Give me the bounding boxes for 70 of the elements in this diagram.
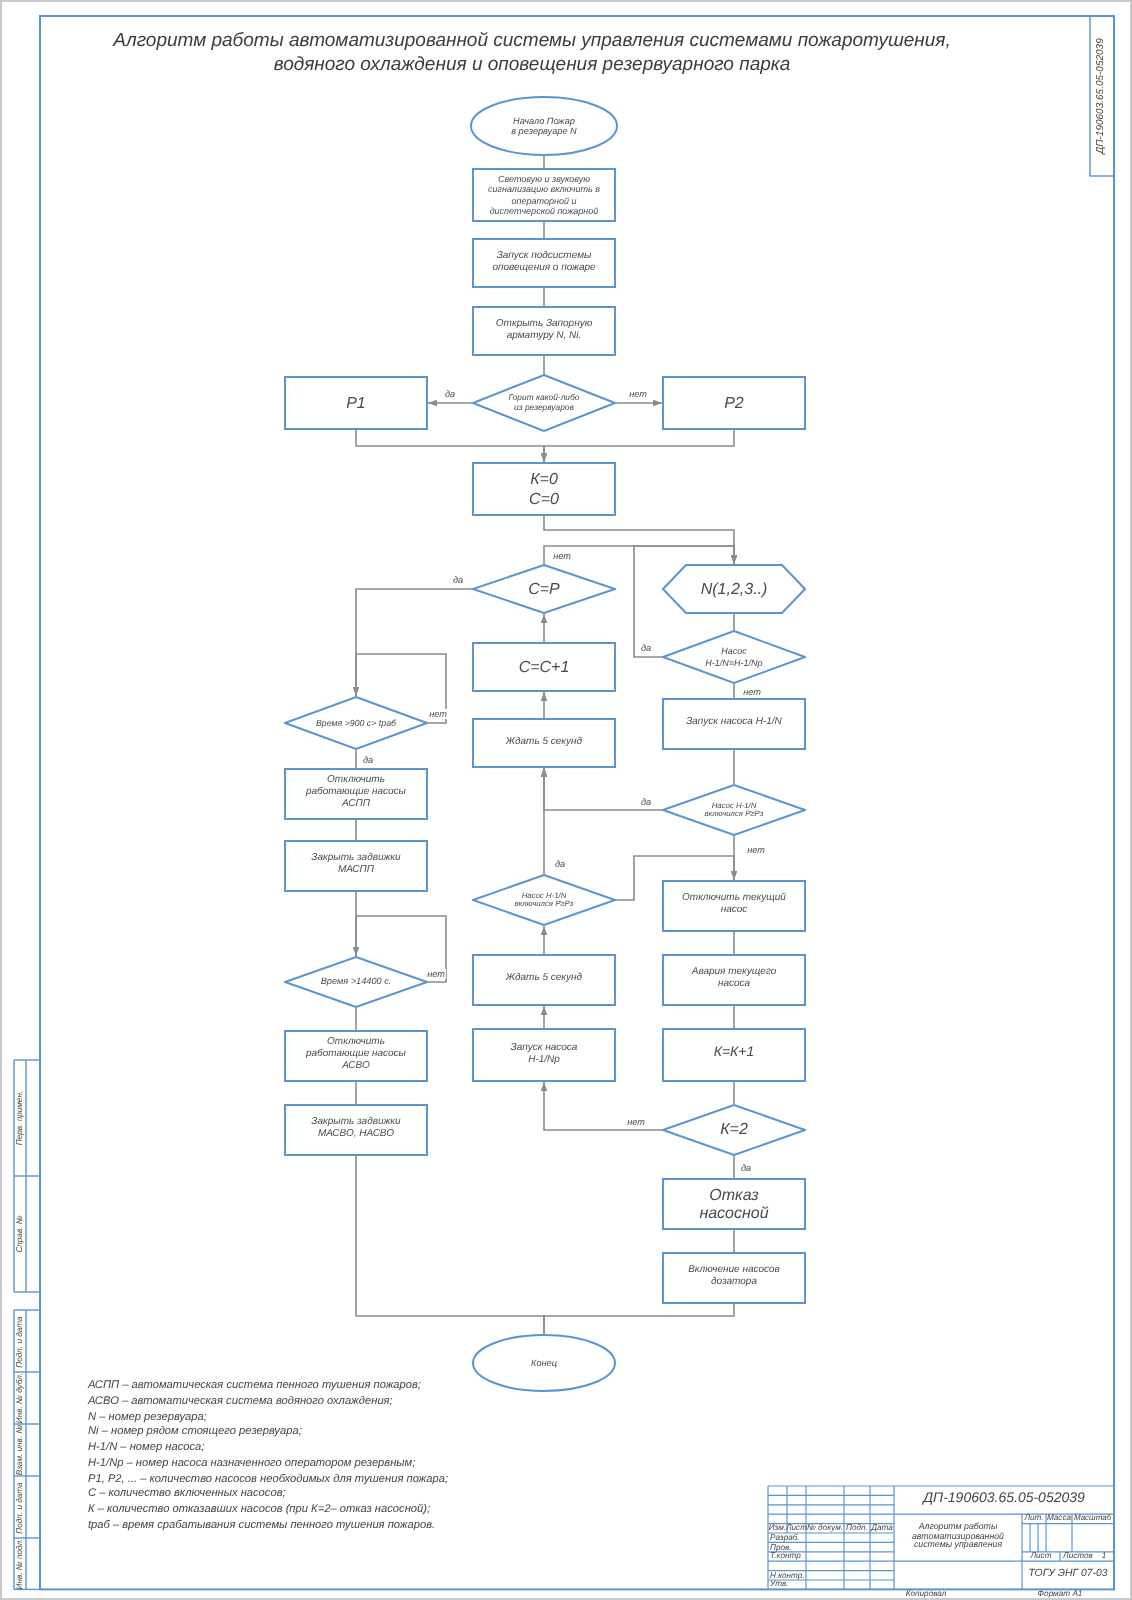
process-box <box>472 642 616 692</box>
process-box <box>472 1028 616 1082</box>
connector-line <box>733 1155 735 1179</box>
connector-arrow <box>540 925 548 955</box>
decision-diamond <box>662 630 806 684</box>
process-box <box>662 376 806 430</box>
connector-line <box>733 931 735 955</box>
connector-arrow <box>633 545 738 658</box>
step-label: Отказ насосной <box>697 1185 771 1223</box>
process-box <box>472 718 616 768</box>
condition-label: С=Р <box>528 579 560 599</box>
process-box <box>472 306 616 356</box>
connector-line <box>733 1229 735 1253</box>
decision-diamond <box>472 874 616 926</box>
process-box <box>284 1030 428 1082</box>
connector-line <box>733 683 735 699</box>
process-box <box>472 238 616 288</box>
loop-label: N(1,2,3..) <box>700 579 768 599</box>
connector-line <box>543 1303 735 1335</box>
decision-diamond <box>284 696 428 750</box>
connector-line <box>543 221 545 239</box>
process-box <box>662 1178 806 1230</box>
condition-label: К=2 <box>720 1120 748 1140</box>
connector-line <box>355 1007 357 1031</box>
step-label: С=С+1 <box>518 657 570 677</box>
process-box <box>472 168 616 222</box>
loop-limit-hexagon <box>662 564 806 614</box>
connector-arrow <box>540 1005 548 1029</box>
decision-diamond <box>662 1104 806 1156</box>
connector-line <box>355 749 357 769</box>
terminator-ellipse <box>472 1334 616 1392</box>
connector-line <box>355 819 357 841</box>
diagram-title: Алгоритм работы автоматизированной системы управления системами пожаротушения, водяного охлаждения и оповещения резервуарного парка <box>110 30 953 78</box>
connector-line <box>355 1081 357 1105</box>
connector-arrow <box>427 399 473 407</box>
decision-diamond <box>662 784 806 836</box>
process-box <box>662 954 806 1006</box>
connector-arrow <box>615 399 663 407</box>
step-label: Р1 <box>346 393 366 413</box>
process-box <box>662 698 806 750</box>
connector-line <box>733 1005 735 1029</box>
process-box <box>472 462 616 516</box>
connector-arrow <box>540 1081 663 1131</box>
process-box <box>284 768 428 820</box>
terminator-ellipse <box>470 96 618 156</box>
process-box <box>662 1028 806 1082</box>
process-box <box>662 1252 806 1304</box>
connector-arrow <box>540 767 548 875</box>
connector-arrow <box>540 429 735 463</box>
connector-arrow <box>615 855 738 901</box>
connector-line <box>733 613 735 631</box>
connector-arrow <box>352 653 447 724</box>
decision-diamond <box>284 956 428 1008</box>
process-box <box>284 1104 428 1156</box>
connector-line <box>733 749 735 785</box>
decision-diamond <box>472 564 616 614</box>
connector-arrow <box>352 915 447 983</box>
process-box <box>662 880 806 932</box>
step-label: К=0 С=0 <box>527 470 561 508</box>
process-box <box>284 376 428 430</box>
connector-arrow <box>540 691 548 719</box>
connector-line <box>543 355 545 375</box>
connector-arrow <box>540 613 548 643</box>
decision-diamond <box>472 374 616 432</box>
connector-line <box>543 155 545 169</box>
step-label: Р2 <box>724 393 744 413</box>
process-box <box>284 840 428 892</box>
process-box <box>472 954 616 1006</box>
connector-line <box>733 1081 735 1105</box>
connector-line <box>543 287 545 307</box>
